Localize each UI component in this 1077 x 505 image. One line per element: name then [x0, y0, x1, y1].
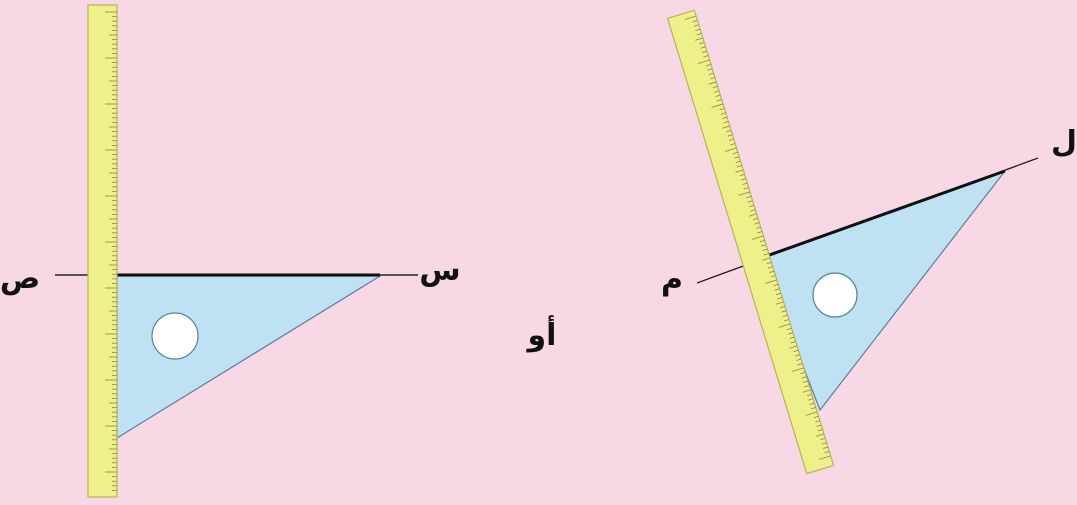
right-line-right-label: ل: [1051, 125, 1077, 160]
right-ruler-ticks: [684, 15, 831, 460]
right-ruler: [666, 9, 835, 475]
or-label: أو: [526, 315, 557, 353]
left-figure: ص س: [0, 4, 461, 498]
right-line-left-label: م: [661, 262, 683, 297]
left-ruler-ticks: [105, 11, 117, 491]
right-drawn-segment: [760, 169, 1006, 260]
left-ruler: [87, 4, 118, 498]
left-set-square: [116, 275, 383, 440]
right-set-square-hole: [812, 272, 858, 318]
left-line-left-label: ص: [0, 261, 40, 296]
left-line-right-label: س: [419, 253, 460, 288]
right-figure: م ل: [661, 9, 1077, 475]
left-set-square-hole: [151, 312, 199, 360]
